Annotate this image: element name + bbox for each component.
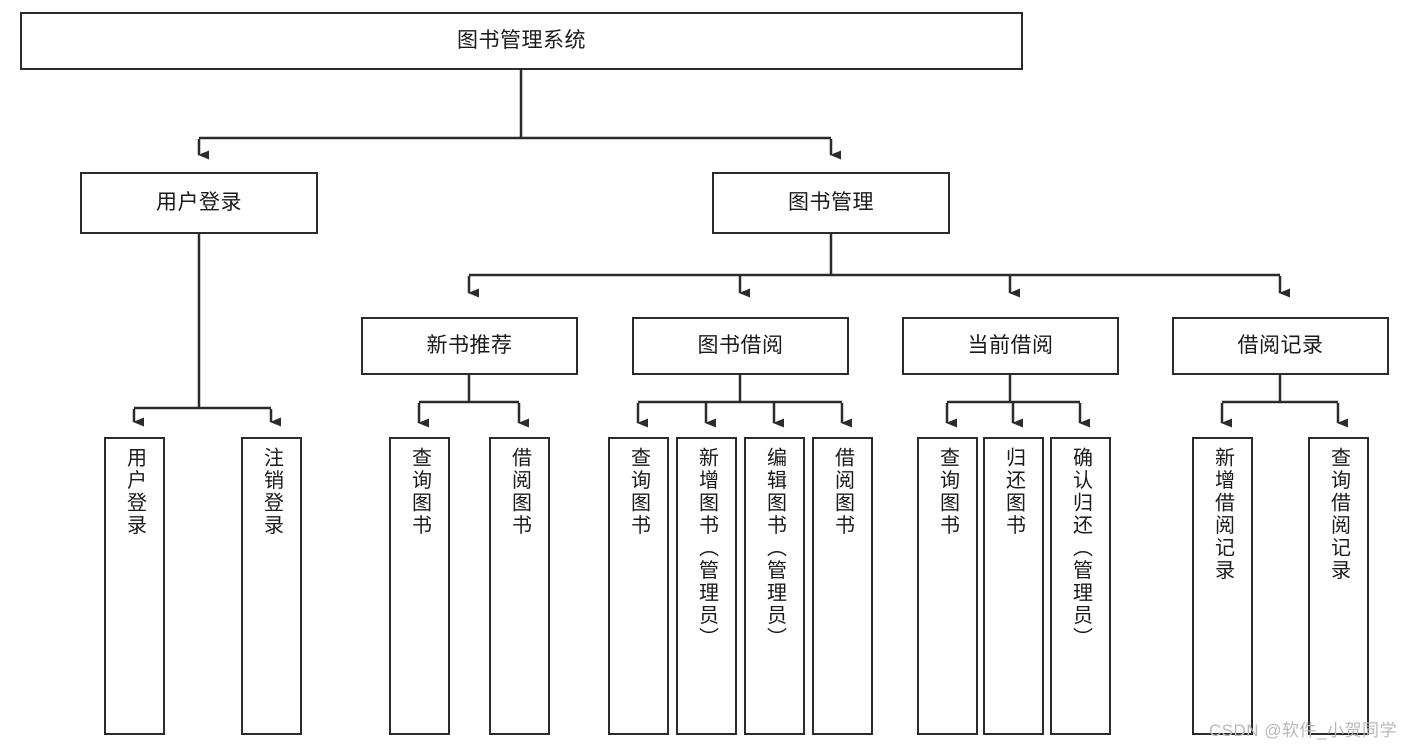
node-new-book-recommend-label: 新书推荐 (426, 333, 513, 357)
leaf-cb-confirm-return-admin-label: 确认归还（管理员） (1069, 447, 1092, 650)
node-book-manage-label: 图书管理 (788, 190, 874, 214)
node-borrow-record-label: 借阅记录 (1237, 333, 1324, 357)
node-book-borrow-label: 图书借阅 (697, 333, 784, 357)
node-user-login[interactable]: 用户登录 (80, 172, 318, 234)
node-book-borrow[interactable]: 图书借阅 (632, 317, 849, 375)
node-root-system-label: 图书管理系统 (457, 28, 586, 52)
leaf-cb-return-book[interactable]: 归还图书 (983, 437, 1044, 735)
leaf-logout-label: 注销登录 (260, 447, 283, 537)
leaf-bb-query-book[interactable]: 查询图书 (608, 437, 669, 735)
leaf-cb-query-book-label: 查询图书 (936, 447, 959, 537)
leaf-user-login[interactable]: 用户登录 (104, 437, 165, 735)
leaf-bb-edit-book-admin-label: 编辑图书（管理员） (763, 447, 786, 650)
leaf-bb-add-book-admin-label: 新增图书（管理员） (695, 447, 718, 650)
node-current-borrow[interactable]: 当前借阅 (902, 317, 1119, 375)
node-new-book-recommend[interactable]: 新书推荐 (361, 317, 578, 375)
leaf-br-query-record[interactable]: 查询借阅记录 (1308, 437, 1369, 735)
leaf-cb-confirm-return-admin[interactable]: 确认归还（管理员） (1050, 437, 1111, 735)
node-borrow-record[interactable]: 借阅记录 (1172, 317, 1389, 375)
node-current-borrow-label: 当前借阅 (967, 333, 1054, 357)
leaf-br-query-record-label: 查询借阅记录 (1327, 447, 1350, 582)
leaf-nb-borrow-book[interactable]: 借阅图书 (489, 437, 550, 735)
leaf-logout[interactable]: 注销登录 (241, 437, 302, 735)
node-root-system[interactable]: 图书管理系统 (20, 12, 1023, 70)
leaf-bb-edit-book-admin[interactable]: 编辑图书（管理员） (744, 437, 805, 735)
leaf-nb-query-book-label: 查询图书 (408, 447, 431, 537)
leaf-br-add-record-label: 新增借阅记录 (1211, 447, 1234, 582)
leaf-cb-return-book-label: 归还图书 (1002, 447, 1025, 537)
node-book-manage[interactable]: 图书管理 (712, 172, 950, 234)
leaf-bb-borrow-book[interactable]: 借阅图书 (812, 437, 873, 735)
node-user-login-label: 用户登录 (156, 190, 242, 214)
leaf-bb-query-book-label: 查询图书 (627, 447, 650, 537)
leaf-nb-query-book[interactable]: 查询图书 (389, 437, 450, 735)
leaf-bb-add-book-admin[interactable]: 新增图书（管理员） (676, 437, 737, 735)
leaf-bb-borrow-book-label: 借阅图书 (831, 447, 854, 537)
leaf-user-login-label: 用户登录 (123, 447, 146, 537)
leaf-nb-borrow-book-label: 借阅图书 (508, 447, 531, 537)
leaf-cb-query-book[interactable]: 查询图书 (917, 437, 978, 735)
leaf-br-add-record[interactable]: 新增借阅记录 (1192, 437, 1253, 735)
